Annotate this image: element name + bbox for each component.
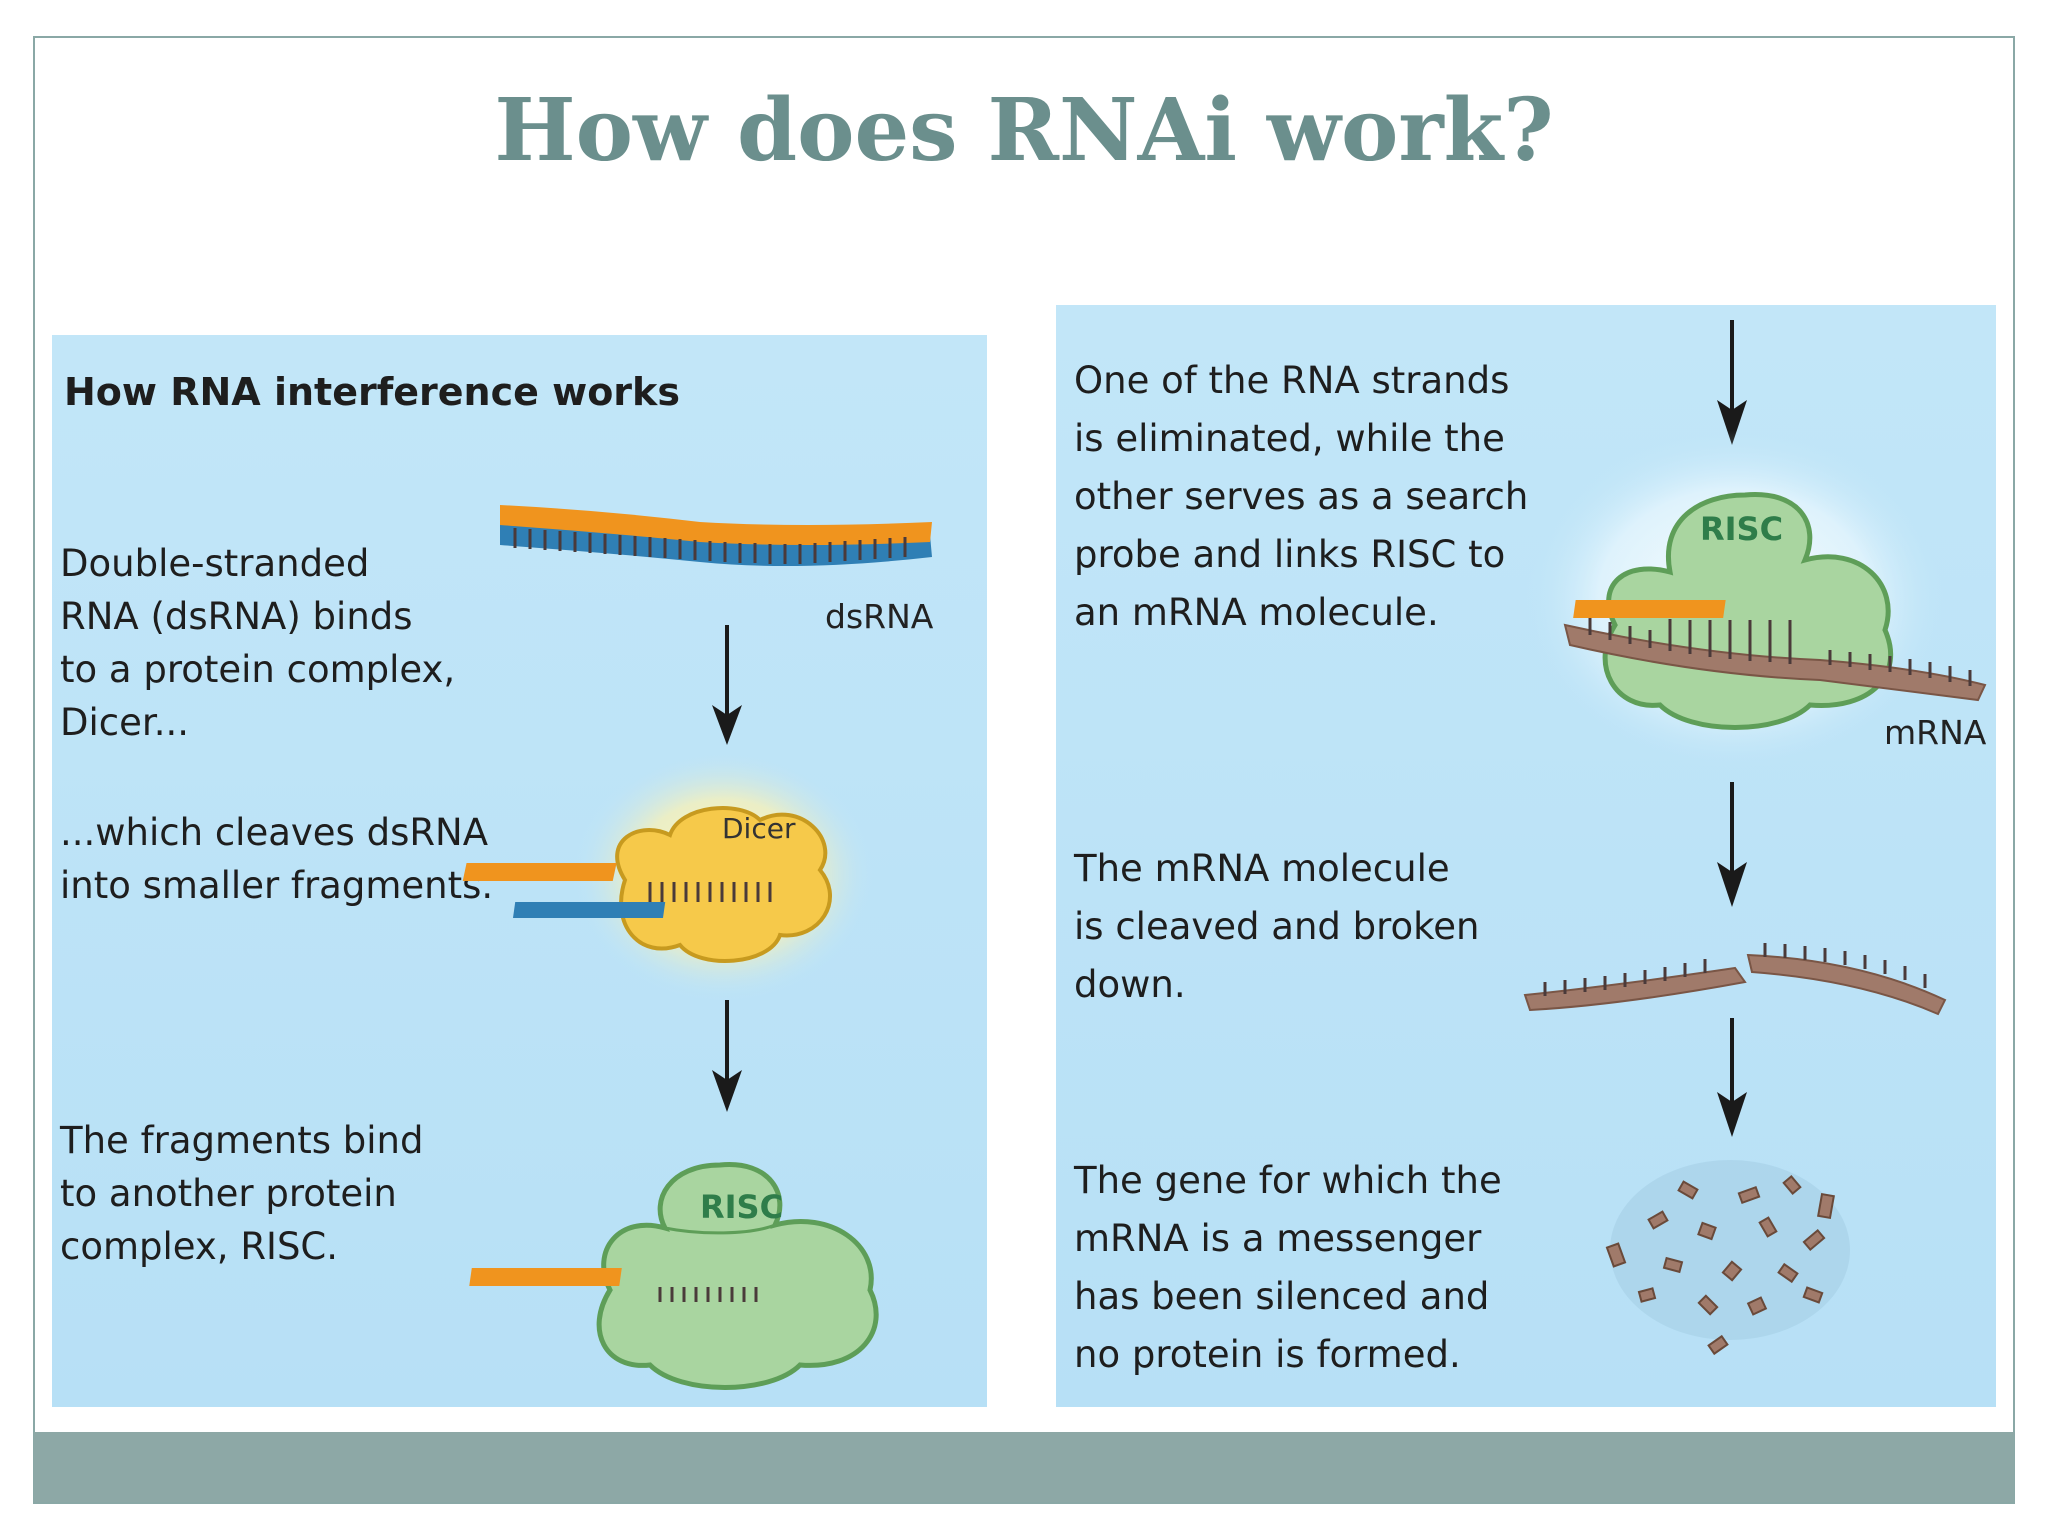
- slide-title: How does RNAi work?: [494, 80, 1554, 181]
- risc-fragment: [469, 1268, 622, 1286]
- dsrna-label: dsRNA: [825, 597, 934, 636]
- step-4-text: One of the RNA strands is eliminated, wh…: [1074, 359, 1529, 634]
- dicer-label: Dicer: [722, 812, 796, 845]
- dsrna-ticks: [513, 528, 907, 564]
- step-2-text: ...which cleaves dsRNA into smaller frag…: [60, 811, 494, 907]
- degradation-cloud: [1610, 1160, 1850, 1340]
- footer-bar: [34, 1432, 2014, 1502]
- mrna-ticks: [1588, 618, 1972, 686]
- risc-fragment-ticks: [658, 1287, 758, 1302]
- dicer-complex: [615, 806, 832, 963]
- dsrna-molecule: [500, 505, 932, 566]
- arrowhead-icon: [712, 1070, 742, 1112]
- risc-probe-strand: [1573, 600, 1726, 618]
- step-3-text: The fragments bind to another protein co…: [60, 1119, 424, 1268]
- risc-label-right: RISC: [1700, 510, 1783, 548]
- dicer-fragment-bottom: [512, 902, 666, 918]
- arrowhead-icon: [1717, 862, 1747, 907]
- mrna-fragment-right: [1746, 953, 1947, 1016]
- step-5-text: The mRNA molecule is cleaved and broken …: [1074, 847, 1480, 1006]
- dicer-fragment-top: [462, 863, 617, 881]
- degraded-fragments: [1605, 1175, 1835, 1356]
- mrna-fragment-ticks: [1543, 943, 1927, 996]
- mrna-label: mRNA: [1884, 713, 1987, 752]
- diagram-heading: How RNA interference works: [64, 370, 680, 414]
- risc-lobe-line: [664, 1223, 776, 1235]
- risc-label: RISC: [700, 1188, 783, 1226]
- risc-complex: [596, 1162, 879, 1390]
- step-6-text: The gene for which the mRNA is a messeng…: [1074, 1159, 1502, 1376]
- mrna-strand: [1563, 623, 1987, 702]
- arrowhead-icon: [1717, 1092, 1747, 1137]
- step-1-text: Double-stranded RNA (dsRNA) binds to a p…: [60, 542, 456, 744]
- arrowhead-icon: [712, 705, 742, 745]
- arrowhead-icon: [1717, 400, 1747, 445]
- dicer-fragment-ticks: [648, 882, 772, 902]
- mrna-fragment-left: [1523, 966, 1747, 1012]
